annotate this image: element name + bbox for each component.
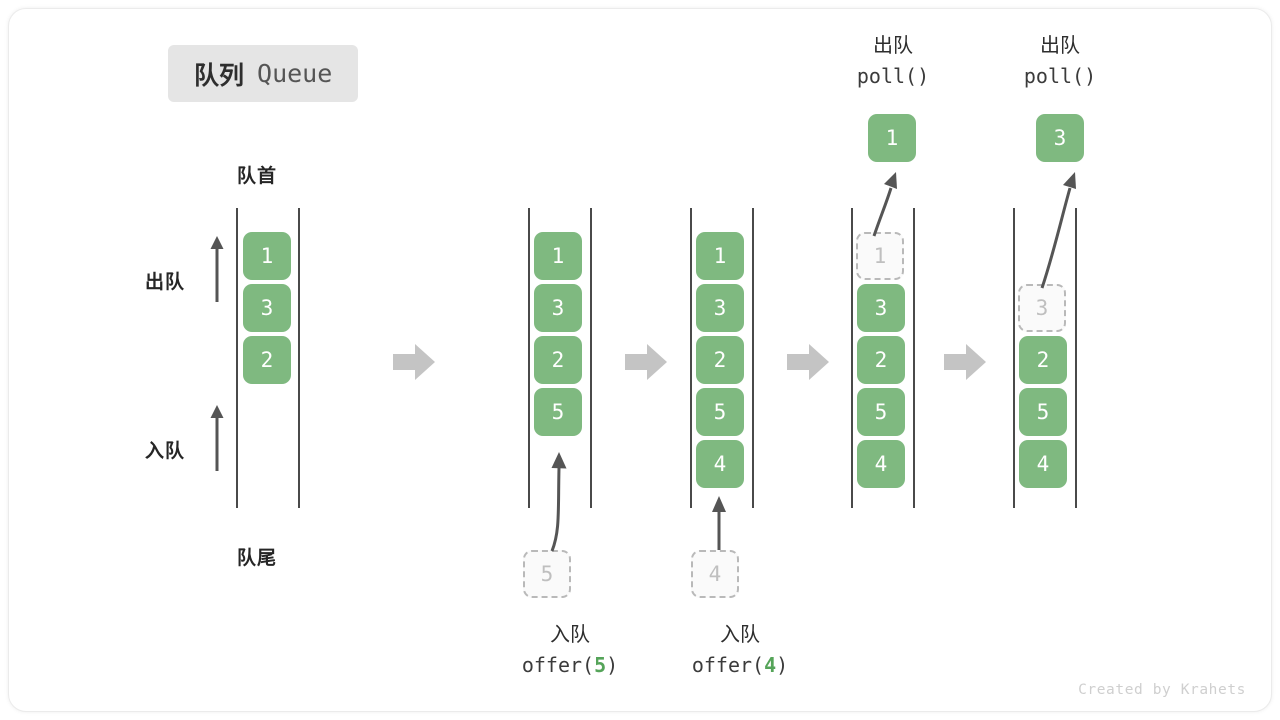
outgoing-ghost-cell: 3 [1018, 284, 1066, 332]
dequeue-arrow-icon [872, 172, 897, 237]
outgoing-ghost-cell: 1 [856, 232, 904, 280]
queue-cell: 1 [243, 232, 291, 280]
flow-arrow-icon [625, 344, 667, 380]
caption-offer-4-code: offer(4) [691, 653, 789, 677]
enqueue-arrow-icon [550, 452, 567, 552]
caption-poll-1-code: poll() [856, 64, 930, 88]
queue-cell: 1 [696, 232, 744, 280]
watermark-credit: Created by Krahets [1078, 682, 1246, 698]
caption-offer-4-arg: 4 [764, 653, 777, 677]
caption-offer-4: 入队 offer(4) [625, 620, 855, 680]
queue-cell: 4 [857, 440, 905, 488]
caption-offer-5-arg: 5 [594, 653, 607, 677]
rail-left [690, 208, 692, 508]
caption-offer-5: 入队 offer(5) [455, 620, 685, 680]
caption-offer-5-code: offer(5) [521, 653, 619, 677]
queue-cell: 1 [534, 232, 582, 280]
caption-poll-2-code: poll() [1023, 64, 1097, 88]
label-enqueue: 入队 [145, 441, 186, 462]
queue-cell: 3 [534, 284, 582, 332]
queue-cell: 3 [243, 284, 291, 332]
flow-arrow-icon [393, 344, 435, 380]
title-badge: 队列 Queue [168, 45, 359, 102]
dequeue-up-arrow-icon [210, 236, 224, 302]
queue-cell: 2 [857, 336, 905, 384]
queue-cell: 5 [1019, 388, 1067, 436]
queue-cell: 2 [243, 336, 291, 384]
queue-cell-new: 5 [534, 388, 582, 436]
caption-poll-2: 出队 poll() [955, 31, 1165, 91]
queue-cell: 2 [1019, 336, 1067, 384]
queue-cell: 5 [857, 388, 905, 436]
flow-arrow-icon [944, 344, 986, 380]
enqueue-arrow-icon [712, 496, 726, 550]
popped-cell: 3 [1036, 114, 1084, 162]
queue-cell-new: 4 [696, 440, 744, 488]
title-badge-cn: 队列 [194, 61, 245, 90]
caption-poll-1: 出队 poll() [788, 31, 998, 91]
title-badge-en: Queue [257, 59, 333, 88]
flow-arrow-icon [787, 344, 829, 380]
label-queue-head: 队首 [237, 166, 278, 187]
rail-left [851, 208, 853, 508]
label-dequeue: 出队 [145, 272, 186, 293]
enqueue-up-arrow-icon [210, 405, 224, 471]
caption-poll-1-cn: 出队 [873, 35, 913, 57]
caption-offer-4-cn: 入队 [720, 624, 760, 646]
popped-cell: 1 [868, 114, 916, 162]
rail-left [528, 208, 530, 508]
queue-cell: 4 [1019, 440, 1067, 488]
rail-right [913, 208, 915, 508]
rail-left [236, 208, 238, 508]
caption-offer-5-cn: 入队 [550, 624, 590, 646]
rail-right [298, 208, 300, 508]
rail-right [752, 208, 754, 508]
dequeue-arrow-icon [1040, 172, 1076, 289]
queue-cell: 2 [534, 336, 582, 384]
queue-cell: 3 [696, 284, 744, 332]
rail-left [1013, 208, 1015, 508]
queue-cell: 5 [696, 388, 744, 436]
label-queue-tail: 队尾 [237, 548, 278, 569]
incoming-ghost-cell: 5 [523, 550, 571, 598]
queue-cell: 3 [857, 284, 905, 332]
caption-poll-2-cn: 出队 [1040, 35, 1080, 57]
incoming-ghost-cell: 4 [691, 550, 739, 598]
queue-cell: 2 [696, 336, 744, 384]
rail-right [1075, 208, 1077, 508]
rail-right [590, 208, 592, 508]
